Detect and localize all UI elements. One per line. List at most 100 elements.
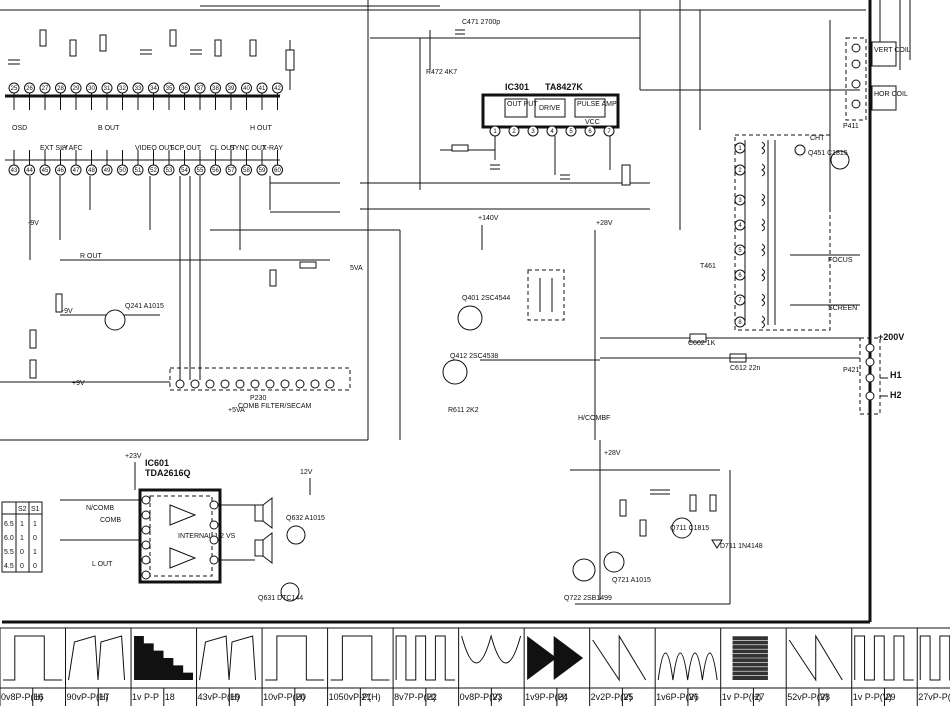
rail-9v-b: +9V (72, 380, 85, 387)
waveform-index-18: 18 (163, 688, 175, 706)
cht-label: CHT (810, 135, 825, 142)
table-header-s2: S2 (18, 506, 27, 513)
ic301-vertical-output: OUT PUT DRIVE PULSE AMP VCC IC301 TA8427… (426, 19, 631, 186)
waveform-index-27: 27 (752, 688, 764, 706)
ic601-internal-label: INTERNAL 1/2 VS (178, 533, 236, 540)
svg-text:36: 36 (181, 86, 188, 92)
p230-pin-3 (205, 379, 215, 389)
rail-5va: +5VA (228, 407, 245, 414)
svg-text:56: 56 (212, 168, 219, 174)
svg-text:33: 33 (135, 86, 142, 92)
jack-signal-sync-out: SYNC OUT (230, 145, 267, 152)
p421-label: P421 (843, 367, 859, 374)
waveform-index-26: 26 (687, 688, 699, 706)
svg-text:60: 60 (274, 168, 281, 174)
q241-label: Q241 A1015 (125, 303, 164, 310)
waveform-label: 52vP-P(V) (787, 692, 829, 702)
jungle-pin-59: 59 (256, 150, 268, 176)
svg-text:48: 48 (88, 168, 95, 174)
table-cell-r2c1: 0 (20, 549, 24, 556)
plus-200v-label: +200V (878, 332, 904, 342)
protection-section: +28V Q722 2SB1499 Q721 A1015 Q711 C1815 … (564, 440, 763, 605)
jack-signal-ext: EXT SLY (40, 145, 68, 152)
svg-text:57: 57 (228, 168, 235, 174)
p230-label: P230 (250, 395, 266, 402)
svg-text:58: 58 (243, 168, 250, 174)
q412-label: Q412 2SC4538 (450, 353, 498, 360)
jungle-pin-33: 33 (132, 82, 144, 110)
ic301-pin-5 (565, 125, 577, 137)
p230-pin-8 (280, 379, 290, 389)
waveform-cell-10: 1050vP-P(H) (327, 628, 390, 706)
t461-pin-3 (734, 194, 746, 206)
waveform-index-28: 28 (818, 688, 830, 706)
p230-pin-1 (175, 379, 185, 389)
c612-label: COMB (100, 517, 121, 524)
focus-label: FOCUS (828, 257, 853, 264)
waveform-label: 20 (296, 692, 306, 702)
waveform-index-19: 19 (228, 688, 240, 706)
t461-label: T461 (700, 263, 716, 270)
jungle-pin-27: 27 (39, 82, 51, 110)
d711-label: D711 1N4148 (720, 543, 763, 550)
jungle-pin-56: 56 (210, 150, 221, 176)
jungle-pin-41: 41 (256, 82, 268, 110)
waveform-label: 90vP-P(H) (67, 692, 109, 702)
svg-text:7: 7 (738, 298, 742, 304)
jungle-pin-44: 44 (24, 150, 35, 176)
svg-text:5: 5 (569, 129, 573, 135)
table-header-s1: S1 (31, 506, 40, 513)
ic301-block-vcc: VCC (585, 119, 600, 126)
waveform-label: 1v9P-P(H) (525, 692, 567, 702)
waveform-index-20: 20 (294, 688, 306, 706)
jungle-pin-29: 29 (70, 82, 82, 110)
table-cell-r1c0: 6.0 (4, 535, 14, 542)
jungle-pin-53: 53 (163, 150, 175, 176)
t461-pin-5 (734, 244, 746, 256)
waveform-index-21: 21 (359, 688, 371, 706)
waveform-cell-14: 0v8P-P(V) (458, 628, 522, 706)
waveform-label: 22 (427, 692, 437, 702)
svg-text:25: 25 (11, 86, 18, 92)
svg-text:38: 38 (212, 86, 219, 92)
svg-text:37: 37 (197, 86, 204, 92)
svg-text:47: 47 (73, 168, 80, 174)
jungle-pin-55: 55 (194, 150, 206, 176)
ic301-block-output: OUT PUT (507, 101, 538, 108)
svg-text:53: 53 (166, 168, 173, 174)
svg-text:2: 2 (512, 129, 516, 135)
t461-pin-1 (734, 142, 746, 154)
t461-pin-7 (734, 294, 746, 306)
waveform-cell-4: 1v P-P (130, 628, 193, 706)
waveform-index-16: 16 (32, 688, 44, 706)
svg-text:39: 39 (228, 86, 235, 92)
hcombf-label: R OUT (80, 253, 103, 260)
waveform-label: 29 (885, 692, 895, 702)
jack-signal-hafc: H AFC (62, 145, 83, 152)
svg-text:46: 46 (57, 168, 64, 174)
rail-12v: 12V (300, 469, 313, 476)
q632-label: Q632 A1015 (286, 515, 325, 522)
svg-text:43: 43 (11, 168, 18, 174)
deflection-connector-p411: VERT COIL HOR COIL P411 (843, 37, 911, 130)
waveform-label: 0v8P-P(V) (460, 692, 502, 702)
waveform-label: 27 (754, 692, 764, 702)
table-cell-r3c0: 4.5 (4, 563, 14, 570)
r611-label: L OUT (92, 561, 113, 568)
waveform-index-23: 23 (490, 688, 502, 706)
waveform-index-29: 29 (883, 688, 895, 706)
jungle-pin-49: 49 (101, 150, 113, 176)
lower-left-section: Q241 A1015 R OUT +9V +9V -9V +5VA 5VA P2… (28, 220, 363, 414)
ic301-pin-6 (584, 125, 596, 137)
ic601-pin-8 (209, 520, 219, 530)
jungle-pin-26: 26 (24, 82, 35, 110)
svg-text:27: 27 (42, 86, 49, 92)
waveform-label: 27vP-P(V) (918, 692, 950, 702)
waveform-label: 1050vP-P(H) (329, 692, 381, 702)
r472-label: R472 4K7 (426, 69, 457, 76)
horizontal-drive-section: +140V Q401 2SC4544 Q412 2SC4538 R611 2K2… (442, 215, 613, 440)
heater-connector-p421: +200V H1 H2 P421 (843, 332, 904, 415)
svg-text:26: 26 (26, 86, 33, 92)
